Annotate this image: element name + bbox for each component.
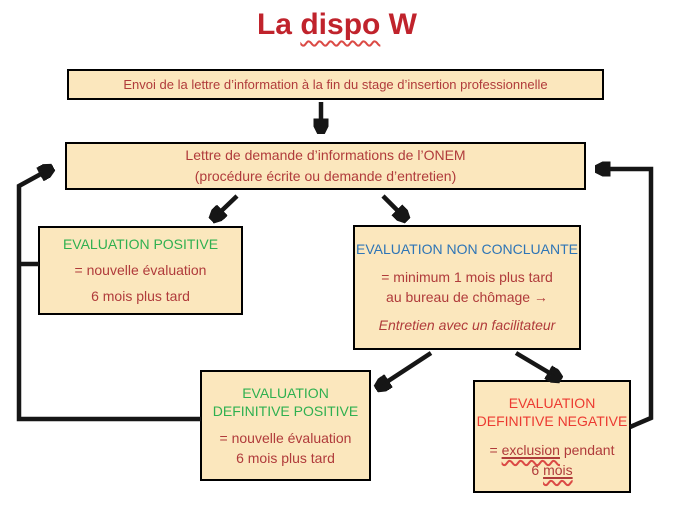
arrow-nc-to-definitive-negative — [514, 351, 558, 378]
box-evaluation-positive: EVALUATION POSITIVE = nouvelle évaluatio… — [38, 226, 243, 315]
title-misspelled-word: dispo — [300, 8, 381, 41]
evaluation-def-negative-heading: EVALUATION DEFINITIVE NEGATIVE — [476, 394, 628, 429]
def-negative-mois-word: mois — [543, 461, 573, 478]
evaluation-def-negative-line2: 6 mois — [531, 460, 572, 480]
def-negative-line2-pre: 6 — [531, 461, 544, 478]
title-text-pre: La — [256, 8, 301, 41]
evaluation-def-negative-line1: = exclusion pendant — [490, 440, 615, 460]
box-evaluation-definitive-positive: EVALUATION DEFINITIVE POSITIVE = nouvell… — [200, 370, 371, 481]
box-lettre-line1: Lettre de demande d’informations de l’ON… — [185, 147, 466, 163]
def-negative-exclusion-word: exclusion — [501, 441, 560, 458]
evaluation-nc-facilitateur-line: Entretien avec un facilitateur — [378, 317, 556, 333]
title-text-post: W — [380, 8, 417, 41]
evaluation-positive-heading: EVALUATION POSITIVE — [62, 235, 219, 252]
evaluation-def-positive-heading: EVALUATION DEFINITIVE POSITIVE — [212, 384, 359, 419]
arrow-lettre-to-positive — [214, 194, 239, 218]
def-negative-line1-post: pendant — [559, 441, 615, 458]
page-title: La dispo W — [0, 8, 674, 42]
box-evaluation-definitive-negative: EVALUATION DEFINITIVE NEGATIVE = exclusi… — [473, 380, 631, 493]
def-negative-line1-pre: = — [489, 441, 502, 458]
evaluation-def-positive-line1: = nouvelle évaluation — [219, 429, 352, 446]
box-lettre-line2: (procédure écrite ou demande d’entretien… — [194, 168, 457, 184]
arrow-lettre-to-non-concluante — [381, 194, 405, 218]
box-envoi-lettre-information: Envoi de la lettre d’information à la fi… — [67, 69, 604, 100]
evaluation-nc-heading: EVALUATION NON CONCLUANTE — [356, 241, 578, 257]
box-envoi-text: Envoi de la lettre d’information à la fi… — [123, 77, 548, 92]
evaluation-nc-line1: = minimum 1 mois plus tard — [381, 269, 553, 285]
evaluation-def-positive-line2: 6 mois plus tard — [236, 449, 335, 466]
evaluation-nc-line2: au bureau de chômage → — [386, 289, 548, 305]
evaluation-positive-line2: 6 mois plus tard — [91, 288, 190, 305]
evaluation-positive-line1: = nouvelle évaluation — [74, 261, 207, 278]
arrow-nc-to-definitive-positive — [379, 351, 433, 387]
box-evaluation-non-concluante: EVALUATION NON CONCLUANTE = minimum 1 mo… — [353, 225, 581, 350]
box-lettre-demande-onem: Lettre de demande d’informations de l’ON… — [65, 142, 586, 190]
